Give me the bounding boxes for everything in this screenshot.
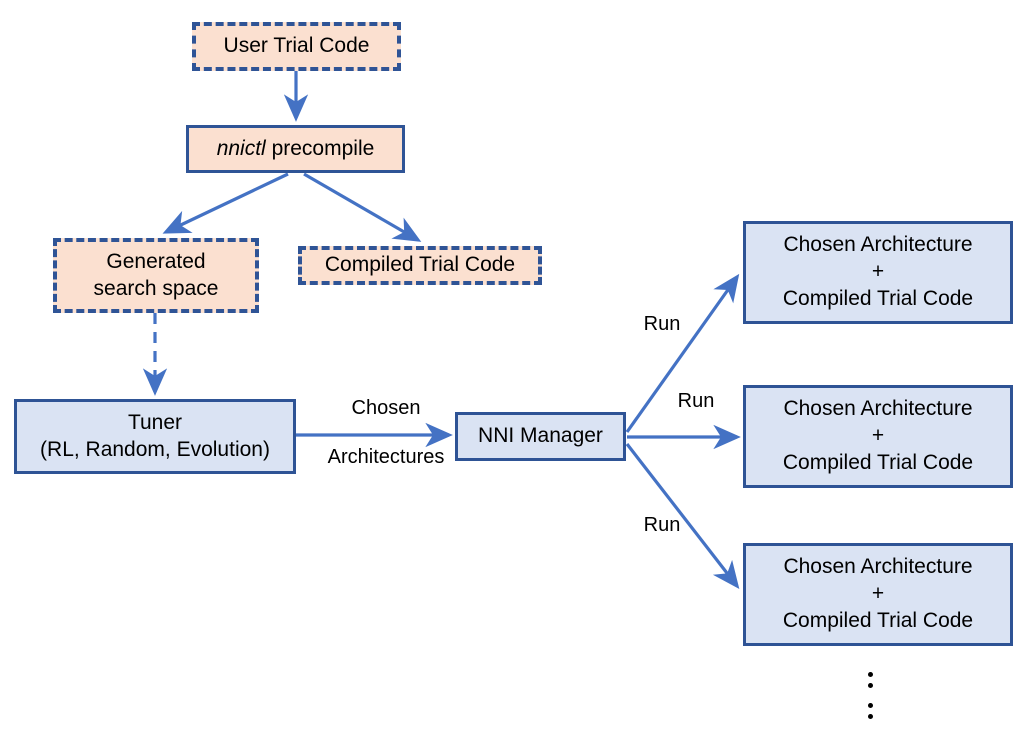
edge-label-chosen-architectures-line1: Chosen — [351, 397, 421, 420]
edge-label-chosen-architectures-line2: Architectures — [327, 446, 445, 469]
node-trial-1-line2: + — [871, 260, 885, 284]
node-trial-2-line2: + — [871, 424, 885, 448]
node-trial-1-line1: Chosen Architecture — [783, 233, 973, 257]
node-tuner[interactable]: Tuner (RL, Random, Evolution) — [14, 399, 296, 474]
node-generated-search-space-label: Generated search space — [57, 249, 255, 303]
node-tuner-line2: (RL, Random, Evolution) — [40, 437, 270, 461]
edge-label-run-1: Run — [643, 313, 681, 335]
edge-nnictl-to-searchspace — [162, 172, 289, 234]
ellipsis-gap — [868, 694, 873, 703]
edge-label-run-3: Run — [643, 514, 681, 536]
node-trial-3-line3: Compiled Trial Code — [782, 608, 974, 632]
node-nnictl-rest: precompile — [265, 136, 375, 160]
node-generated-search-space-line1: Generated — [106, 249, 206, 273]
node-generated-search-space-line2: search space — [93, 276, 219, 300]
node-trial-2[interactable]: Chosen Architecture + Compiled Trial Cod… — [743, 385, 1013, 488]
edge-nnictl-to-compiledtrialcode — [303, 172, 422, 242]
node-trial-3-line1: Chosen Architecture — [783, 555, 973, 579]
node-trial-3-line2: + — [871, 582, 885, 606]
node-trial-1-line3: Compiled Trial Code — [782, 286, 974, 310]
edge-label-chosen-architectures: Chosen Architectures — [318, 372, 454, 470]
node-nnictl-precompile[interactable]: nnictl precompile — [186, 125, 405, 173]
node-nni-manager-label: NNI Manager — [478, 424, 603, 448]
ellipsis-dot — [868, 683, 873, 688]
node-generated-search-space[interactable]: Generated search space — [53, 238, 259, 313]
node-trial-3-label: Chosen Architecture + Compiled Trial Cod… — [746, 554, 1010, 635]
node-nnictl-emphasis: nnictl — [216, 136, 266, 160]
node-trial-2-label: Chosen Architecture + Compiled Trial Cod… — [746, 396, 1010, 477]
ellipsis-dot — [868, 714, 873, 719]
node-trial-3[interactable]: Chosen Architecture + Compiled Trial Cod… — [743, 543, 1013, 646]
node-compiled-trial-code-label: Compiled Trial Code — [324, 253, 516, 277]
node-trial-1-label: Chosen Architecture + Compiled Trial Cod… — [746, 232, 1010, 313]
edge-label-run-2: Run — [677, 390, 715, 412]
ellipsis-dot — [868, 672, 873, 677]
node-user-trial-code[interactable]: User Trial Code — [192, 22, 401, 71]
node-nnictl-precompile-label: nnictl precompile — [189, 136, 402, 163]
node-trial-2-line1: Chosen Architecture — [783, 397, 973, 421]
node-compiled-trial-code[interactable]: Compiled Trial Code — [298, 246, 542, 285]
node-tuner-line1: Tuner — [127, 410, 183, 434]
vertical-ellipsis-icon — [868, 672, 873, 719]
node-tuner-label: Tuner (RL, Random, Evolution) — [17, 410, 293, 464]
node-trial-1[interactable]: Chosen Architecture + Compiled Trial Cod… — [743, 221, 1013, 324]
node-user-trial-code-label: User Trial Code — [223, 34, 370, 58]
node-nni-manager[interactable]: NNI Manager — [455, 412, 626, 461]
ellipsis-dot — [868, 703, 873, 708]
node-trial-2-line3: Compiled Trial Code — [782, 450, 974, 474]
